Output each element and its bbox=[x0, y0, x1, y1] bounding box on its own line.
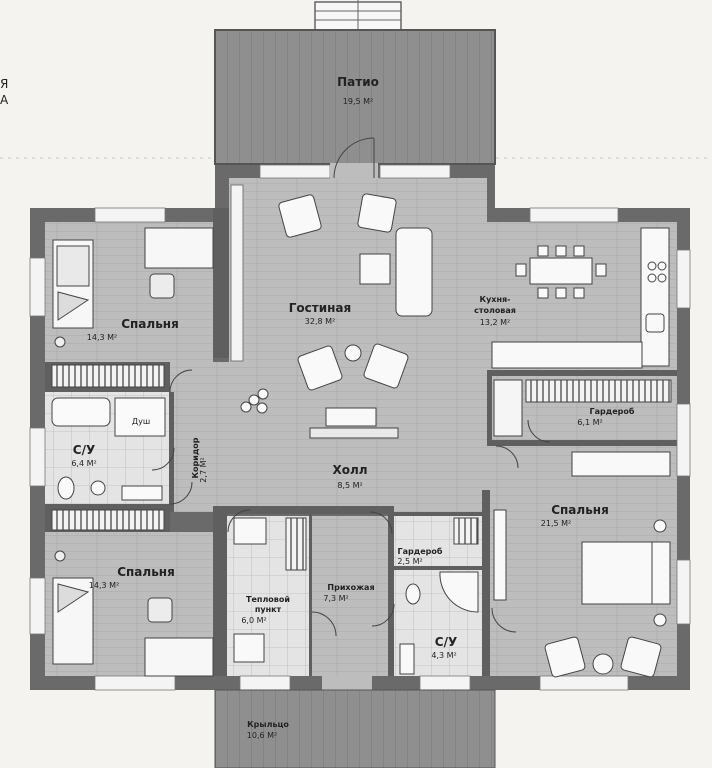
wardrobe-rack-e bbox=[525, 379, 672, 403]
patio-steps bbox=[314, 0, 402, 31]
windows bbox=[29, 164, 691, 691]
kitchen-area: 13,2 М² bbox=[480, 318, 510, 327]
door-swings bbox=[151, 369, 551, 637]
bath-s-label: С/У bbox=[435, 635, 457, 649]
wardrobe-cabinet bbox=[493, 379, 523, 437]
heating-label-line2: пункт bbox=[255, 605, 282, 614]
entry-label: Прихожая bbox=[327, 583, 374, 592]
shower-label: Душ bbox=[132, 417, 150, 426]
porch-area: 10,6 М² bbox=[247, 731, 277, 740]
living-label: Гостиная bbox=[289, 301, 351, 315]
corridor-area: 2,7 М² bbox=[199, 457, 208, 482]
patio-label: Патио bbox=[337, 75, 379, 89]
wardrobe-s-area: 2,5 М² bbox=[397, 557, 422, 566]
bath-s-area: 4,3 М² bbox=[431, 651, 456, 660]
bath-w-area: 6,4 М² bbox=[71, 459, 96, 468]
wardrobe-rack-nw bbox=[51, 364, 165, 388]
bed-sw-furniture bbox=[52, 550, 214, 677]
porch-label: Крыльцо bbox=[247, 720, 289, 729]
entry-area: 7,3 М² bbox=[323, 594, 348, 603]
patio-deck bbox=[214, 29, 496, 165]
kitchen-label-line1: Кухня- bbox=[480, 295, 511, 304]
south-fixtures bbox=[233, 517, 479, 675]
bed-e-label: Спальня bbox=[551, 503, 609, 517]
wardrobe-rack-sw bbox=[51, 509, 165, 531]
bed-nw-furniture bbox=[52, 227, 214, 348]
edge-text: Я bbox=[0, 77, 8, 91]
heating-label-line1: Тепловой bbox=[246, 595, 290, 604]
room-labels: Патио 19,5 М² Гостиная 32,8 М² Кухня- ст… bbox=[71, 75, 635, 740]
bed-sw-area: 14,3 М² bbox=[89, 581, 119, 590]
kitchen-label-line2: столовая bbox=[474, 306, 516, 315]
wardrobe-s-label: Гардероб bbox=[398, 546, 443, 556]
bed-sw-label: Спальня bbox=[117, 565, 175, 579]
porch-deck bbox=[214, 689, 496, 768]
bed-nw-label: Спальня bbox=[121, 317, 179, 331]
living-area: 32,8 М² bbox=[305, 317, 335, 326]
living-furniture bbox=[240, 193, 433, 439]
glass-partition bbox=[230, 184, 244, 362]
corridor-label: Коридор bbox=[191, 437, 200, 478]
wardrobe-e-area: 6,1 М² bbox=[577, 418, 602, 427]
hall-area: 8,5 М² bbox=[337, 481, 362, 490]
kitchen-furniture bbox=[491, 227, 670, 369]
patio-area: 19,5 М² bbox=[343, 97, 373, 106]
hall-label: Холл bbox=[332, 463, 367, 477]
front-door-opening bbox=[322, 676, 372, 690]
edge-text: А bbox=[0, 93, 9, 107]
wardrobe-e-label: Гардероб bbox=[590, 406, 635, 416]
patio-door bbox=[330, 137, 378, 179]
heating-area: 6,0 М² bbox=[241, 616, 266, 625]
bath-w-label: С/У bbox=[73, 443, 95, 457]
bed-e-furniture bbox=[493, 451, 671, 678]
bed-nw-area: 14,3 М² bbox=[87, 333, 117, 342]
bed-e-area: 21,5 М² bbox=[541, 519, 571, 528]
bath-w-fixtures bbox=[51, 397, 166, 501]
